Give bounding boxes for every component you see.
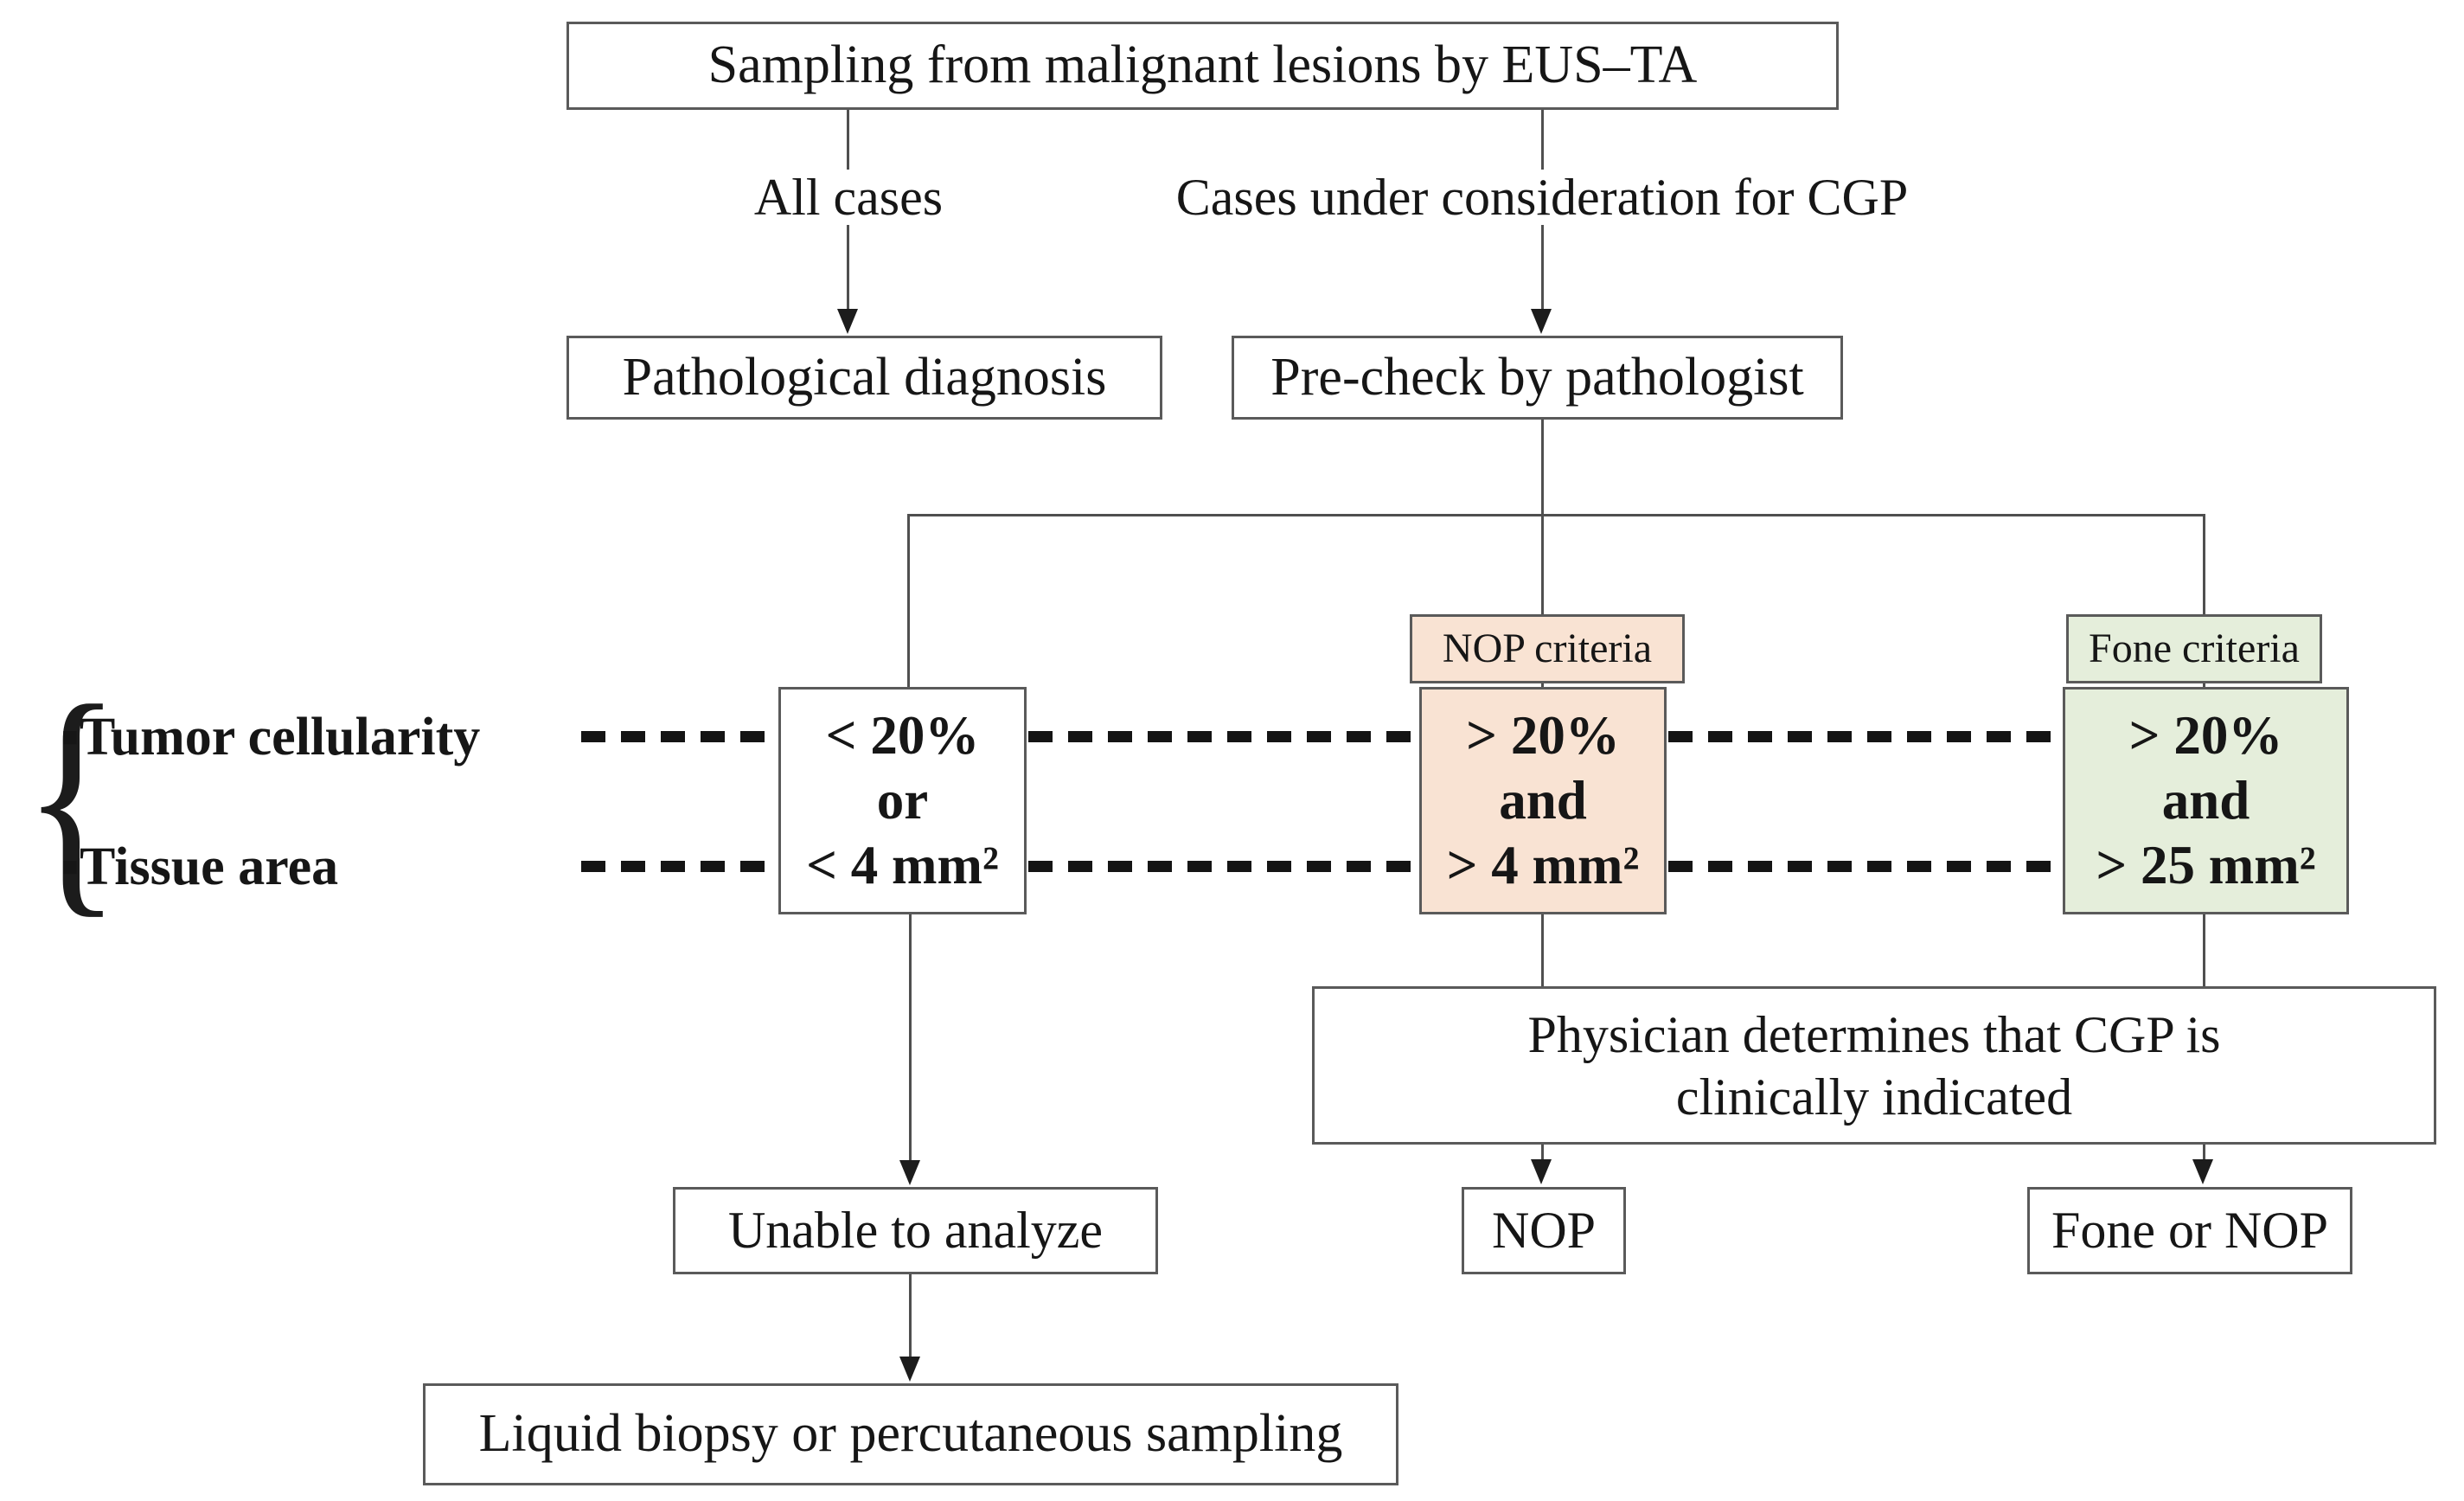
top-box-text: Sampling from malignant lesions by EUS–T… xyxy=(707,35,1698,95)
fail-criteria-box: < 20% or < 4 mm² xyxy=(778,687,1027,914)
dash-cellularity-left xyxy=(581,731,777,742)
tumor-cellularity-label: ▪Tumor cellularity xyxy=(61,708,481,767)
nop-criteria-area: > 4 mm² xyxy=(1446,835,1640,895)
physician-decision-line1: Physician determines that CGP is xyxy=(1527,1005,2221,1063)
all-cases-label: All cases xyxy=(739,170,957,225)
physician-decision-box: Physician determines that CGP is clinica… xyxy=(1312,986,2436,1145)
connector-precheck-down xyxy=(1541,420,1544,516)
connector-split-to-nop-criteria xyxy=(1541,516,1544,614)
fone-criteria-label-box: Fone criteria xyxy=(2066,614,2322,683)
connector-fone-label-to-box xyxy=(2203,683,2205,688)
dash-tissue-left xyxy=(581,861,777,872)
nop-criteria-operator: and xyxy=(1499,770,1587,831)
fail-criteria-operator: or xyxy=(876,770,929,831)
connector-horizontal-split xyxy=(907,514,2205,516)
fail-criteria-area: < 4 mm² xyxy=(806,835,999,895)
nop-criteria-label-box: NOP criteria xyxy=(1410,614,1685,683)
top-box-sampling: Sampling from malignant lesions by EUS–T… xyxy=(566,22,1839,110)
physician-decision-line2: clinically indicated xyxy=(1675,1068,2073,1126)
connector-physician-to-fone-outcome xyxy=(2203,1145,2205,1162)
criteria-brace: { xyxy=(22,653,122,939)
fone-criteria-operator: and xyxy=(2161,770,2250,831)
pathological-diagnosis-text: Pathological diagnosis xyxy=(622,347,1107,407)
dash-cellularity-right xyxy=(1668,731,2061,742)
pathological-diagnosis-box: Pathological diagnosis xyxy=(566,336,1162,420)
tissue-area-label: ▪Tissue area xyxy=(61,837,339,896)
arrowhead-into-pathological-icon xyxy=(837,309,858,334)
unable-to-analyze-text: Unable to analyze xyxy=(727,1201,1104,1259)
connector-split-to-fail-box xyxy=(907,516,910,687)
connector-unable-to-liquid xyxy=(909,1274,912,1358)
fone-criteria-cellularity: > 20% xyxy=(2128,705,2283,766)
precheck-text: Pre-check by pathologist xyxy=(1270,347,1804,407)
dash-tissue-mid xyxy=(1028,861,1418,872)
nop-outcome-text: NOP xyxy=(1491,1201,1597,1259)
fone-criteria-area: > 25 mm² xyxy=(2096,835,2316,895)
dash-cellularity-mid xyxy=(1028,731,1418,742)
nop-criteria-cellularity: > 20% xyxy=(1466,705,1620,766)
liquid-biopsy-box: Liquid biopsy or percutaneous sampling xyxy=(423,1383,1398,1485)
fone-outcome-box: Fone or NOP xyxy=(2027,1187,2352,1274)
connector-fail-to-unable xyxy=(909,914,912,1161)
fone-outcome-text: Fone or NOP xyxy=(2051,1201,2328,1259)
unable-to-analyze-box: Unable to analyze xyxy=(673,1187,1158,1274)
nop-criteria-label-text: NOP criteria xyxy=(1442,625,1653,672)
arrowhead-into-nop-outcome-icon xyxy=(1531,1159,1552,1184)
cgp-cases-label: Cases under consideration for CGP xyxy=(1162,170,1923,225)
precheck-box: Pre-check by pathologist xyxy=(1232,336,1843,420)
connector-split-to-fone-criteria xyxy=(2203,516,2205,614)
fail-criteria-cellularity: < 20% xyxy=(825,705,980,766)
nop-outcome-box: NOP xyxy=(1462,1187,1626,1274)
arrowhead-into-unable-icon xyxy=(899,1160,920,1185)
connector-physician-to-nop-outcome xyxy=(1541,1145,1544,1162)
connector-fone-to-physician xyxy=(2203,914,2205,986)
fone-criteria-label-text: Fone criteria xyxy=(2089,625,2300,672)
connector-nop-to-physician xyxy=(1541,914,1544,986)
arrowhead-into-precheck-icon xyxy=(1531,309,1552,334)
liquid-biopsy-text: Liquid biopsy or percutaneous sampling xyxy=(478,1404,1343,1464)
dash-tissue-right xyxy=(1668,861,2061,872)
connector-nop-label-to-box xyxy=(1541,683,1544,688)
arrowhead-into-liquid-icon xyxy=(899,1357,920,1382)
nop-criteria-box: > 20% and > 4 mm² xyxy=(1419,687,1667,914)
arrowhead-into-fone-outcome-icon xyxy=(2192,1159,2213,1184)
fone-criteria-box: > 20% and > 25 mm² xyxy=(2063,687,2349,914)
